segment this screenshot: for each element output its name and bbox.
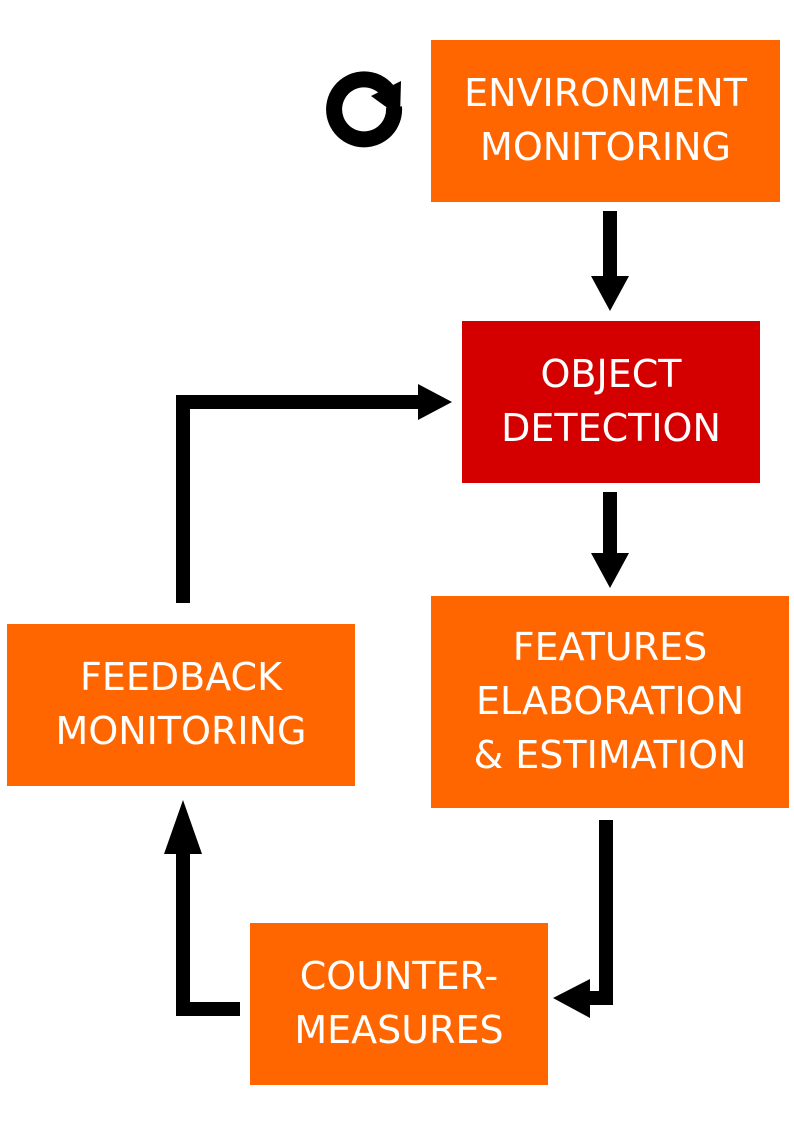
arrow-environment-to-detection [591, 211, 629, 311]
arrow-countermeasures-to-feedback [164, 800, 240, 1016]
node-feedback-monitoring: FEEDBACK MONITORING [7, 624, 355, 786]
node-label: ENVIRONMENT MONITORING [464, 71, 747, 169]
refresh-icon [326, 71, 403, 148]
node-environment-monitoring: ENVIRONMENT MONITORING [431, 40, 780, 202]
arrow-detection-to-features [591, 492, 629, 588]
node-label: OBJECT DETECTION [501, 352, 721, 450]
node-label: FEATURES ELABORATION & ESTIMATION [473, 625, 747, 777]
node-label: COUNTER- MEASURES [294, 954, 504, 1052]
node-label: FEEDBACK MONITORING [55, 655, 307, 753]
arrow-features-to-countermeasures [553, 820, 613, 1018]
node-countermeasures: COUNTER- MEASURES [250, 923, 548, 1085]
node-features-elaboration: FEATURES ELABORATION & ESTIMATION [431, 596, 789, 808]
arrow-feedback-to-detection [176, 384, 452, 603]
node-object-detection: OBJECT DETECTION [462, 321, 760, 483]
